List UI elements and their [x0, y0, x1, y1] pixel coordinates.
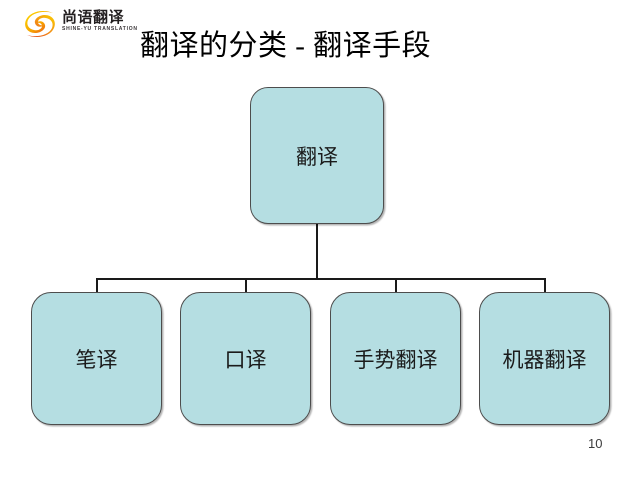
tree-node-leaf-4[interactable]: 机器翻译 — [479, 292, 610, 425]
tree-node-leaf-4-label: 机器翻译 — [502, 347, 587, 372]
tree-node-leaf-3[interactable]: 手势翻译 — [330, 292, 461, 425]
tree-node-leaf-3-label: 手势翻译 — [353, 347, 438, 372]
slide-page-number: 10 — [588, 436, 603, 451]
connector-stub-1 — [96, 278, 98, 293]
logo-wordmark: 尚语翻译 SHINE-YU TRANSLATION — [62, 9, 148, 41]
brand-logo: 尚语翻译 SHINE-YU TRANSLATION — [22, 6, 147, 42]
logo-chinese-name: 尚语翻译 — [62, 9, 125, 26]
tree-node-leaf-2-label: 口译 — [224, 347, 267, 372]
connector-stub-3 — [395, 278, 397, 293]
tree-node-root[interactable]: 翻译 — [250, 87, 384, 224]
connector-stub-2 — [245, 278, 247, 293]
shine-yu-swirl-logo-icon — [25, 11, 55, 37]
connector-horizontal-bus — [96, 278, 546, 280]
tree-node-leaf-1[interactable]: 笔译 — [31, 292, 162, 425]
tree-node-root-label: 翻译 — [296, 144, 338, 169]
page-title: 翻译的分类 - 翻译手段 — [140, 30, 432, 62]
tree-node-leaf-2[interactable]: 口译 — [180, 292, 311, 425]
connector-root-trunk — [316, 224, 318, 280]
connector-stub-4 — [544, 278, 546, 293]
tree-node-leaf-1-label: 笔译 — [75, 347, 118, 372]
logo-english-name: SHINE-YU TRANSLATION — [62, 26, 138, 32]
